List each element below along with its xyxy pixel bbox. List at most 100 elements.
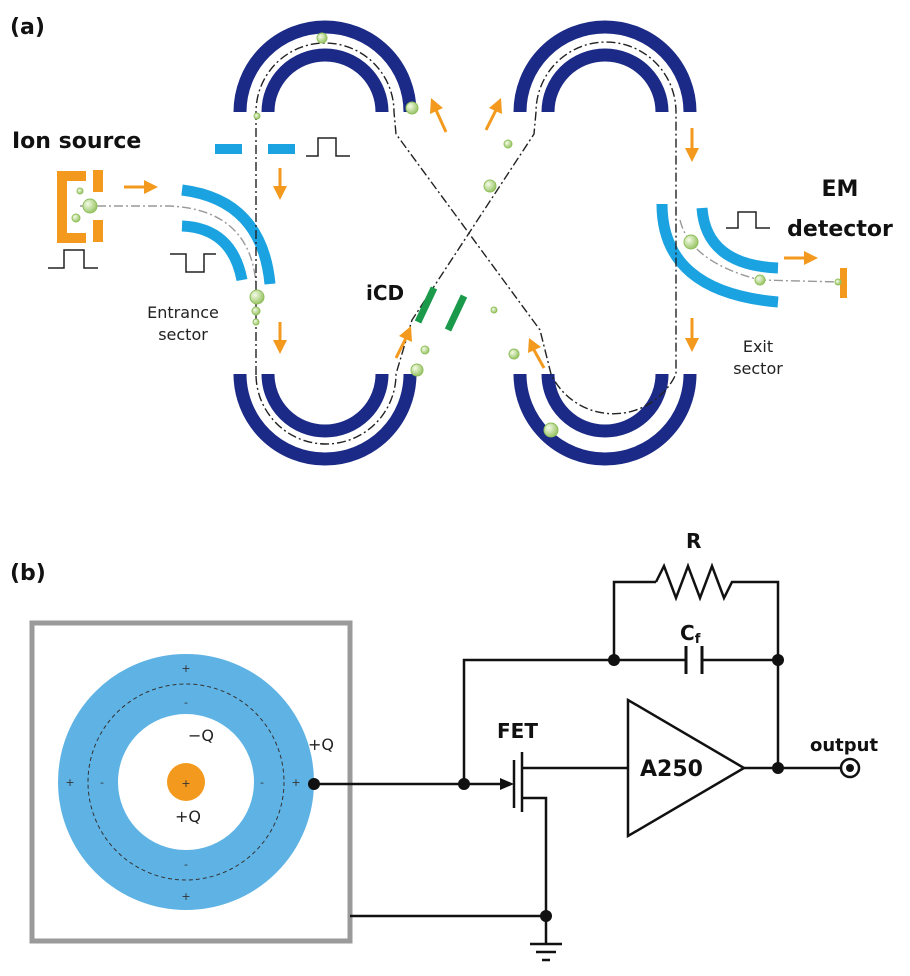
output-terminal-core <box>846 764 854 772</box>
shield-box <box>29 620 353 944</box>
exit-sector-inner <box>696 207 779 274</box>
wire-feedback-left <box>462 658 614 784</box>
fet-transistor <box>500 752 524 812</box>
arrow-down-right-top <box>685 128 699 162</box>
junction-dot <box>458 778 470 790</box>
capacitor <box>684 646 704 674</box>
ion-dot <box>410 363 424 377</box>
induced-positive-label: +Q <box>308 735 334 754</box>
pulse-entrance-deflector <box>306 137 350 157</box>
plus-sign: + <box>181 662 190 675</box>
entrance-sector-label-line2: sector <box>158 325 208 344</box>
ion-dot <box>834 278 842 286</box>
mirror-top-right-outer <box>513 20 697 113</box>
wire-shield-ground <box>350 914 548 944</box>
ion-dot <box>76 187 84 195</box>
em-detector-label-line1: EM <box>822 177 859 202</box>
ion-dot <box>252 318 260 326</box>
flow-arrows <box>124 98 818 369</box>
fet-gate-arrow <box>500 778 514 790</box>
em-detector-plate <box>840 268 847 298</box>
ion-dot <box>420 345 430 355</box>
capacitor-label: Cf <box>680 621 701 647</box>
pulse-entrance-sector <box>170 253 216 273</box>
arrow-up-right-top <box>484 98 502 131</box>
plus-sign: + <box>181 777 190 790</box>
resistor <box>654 562 738 602</box>
ion-dot <box>683 234 699 250</box>
panel-b: (b) + - - + + - - + + +Q −Q +Q <box>10 529 878 962</box>
circuit-wires <box>314 580 842 944</box>
panel-b-label: (b) <box>10 561 46 586</box>
amplifier-triangle <box>626 697 747 839</box>
ion-dot <box>483 179 497 193</box>
arrow-up-left-bottom <box>528 338 546 369</box>
minus-sign: - <box>260 776 264 789</box>
entrance-sector-electrodes <box>181 184 276 285</box>
junction-dot <box>772 762 784 774</box>
ion-dot <box>251 306 261 316</box>
ion-dot <box>249 289 265 305</box>
arrow-right-exit <box>784 251 818 265</box>
resistor-label: R <box>686 529 701 553</box>
charge-signs: + - - + + - - + + <box>65 662 300 903</box>
ion-source <box>57 170 103 243</box>
minus-sign: - <box>100 776 104 789</box>
exit-sector-label-line1: Exit <box>743 337 773 356</box>
em-detector-label-line2: detector <box>787 217 893 242</box>
output-label: output <box>810 735 878 756</box>
pulse-exit-sector <box>726 211 770 229</box>
induced-negative-label: −Q <box>188 726 214 745</box>
exit-sector-label-line2: sector <box>733 359 783 378</box>
amplifier-label: A250 <box>640 757 703 782</box>
mirror-bottom-right-inner <box>541 373 669 438</box>
ion-dot <box>82 198 98 214</box>
ion-source-slit-top <box>93 170 103 192</box>
ion-dot <box>503 139 513 149</box>
inner-charge-label: +Q <box>175 807 201 826</box>
ion-charge <box>167 763 205 801</box>
pulse-source <box>48 249 98 269</box>
wire-fet-source <box>522 796 548 916</box>
entrance-sector-label-line1: Entrance <box>147 303 219 322</box>
mirror-top-right-inner <box>541 48 669 113</box>
plus-sign: + <box>181 890 190 903</box>
minus-sign: - <box>184 858 188 871</box>
ions <box>71 32 842 438</box>
wire-resistor-right <box>738 580 780 768</box>
arrow-up-left-top <box>430 98 448 133</box>
ion-source-slit-bottom <box>93 220 103 242</box>
wire-resistor-loop <box>612 580 656 660</box>
entrance-deflector-right <box>268 144 295 154</box>
entrance-sector-outer <box>181 184 276 285</box>
mirror-bottom-left-inner <box>261 373 389 438</box>
panel-a-label: (a) <box>10 15 45 40</box>
mirror-electrodes <box>233 20 697 466</box>
plus-sign: + <box>291 776 300 789</box>
arrow-down-entrance-top <box>273 168 287 200</box>
ion-source-label: Ion source <box>12 129 141 154</box>
junction-dot <box>772 654 784 666</box>
ion-dot <box>316 32 328 44</box>
fet-label: FET <box>497 719 538 743</box>
junction-dot <box>308 778 320 790</box>
mirror-top-left-outer <box>233 20 417 113</box>
exit-sector-outer <box>656 203 779 308</box>
exit-sector-electrodes <box>656 203 779 308</box>
ion-dot <box>754 274 766 286</box>
mirror-bottom-right-outer <box>513 373 697 466</box>
ion-dot <box>508 348 520 360</box>
junction-dot <box>608 654 620 666</box>
minus-sign: - <box>184 696 188 709</box>
arrow-down-right-bottom <box>685 318 699 352</box>
arrow-up-icd <box>394 326 412 359</box>
ion-dot <box>543 422 559 438</box>
ion-source-bracket <box>57 171 86 243</box>
ion-trajectory <box>80 41 841 445</box>
junction-dot <box>540 910 552 922</box>
ion-dot <box>405 101 419 115</box>
pulse-symbols <box>48 137 770 273</box>
ground-icon <box>530 942 562 962</box>
trajectory-left-loop <box>255 41 677 445</box>
icd-plate-left <box>414 286 438 324</box>
